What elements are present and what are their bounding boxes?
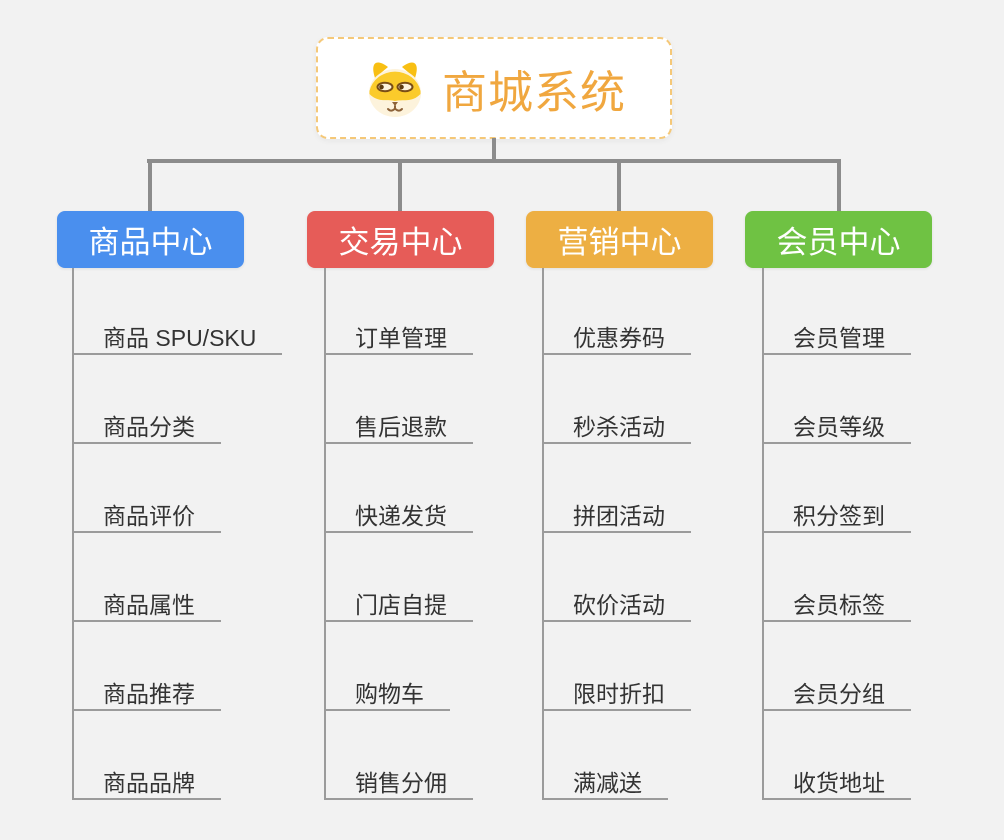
leaf-item[interactable]: 商品 SPU/SKU bbox=[72, 317, 283, 355]
leaf-item[interactable]: 门店自提 bbox=[324, 584, 473, 622]
leaf-item[interactable]: 限时折扣 bbox=[542, 673, 691, 711]
spine-products bbox=[72, 268, 74, 800]
connector-drop-marketing bbox=[617, 161, 621, 211]
root-title: 商城系统 bbox=[441, 66, 626, 118]
connector-horizontal bbox=[147, 159, 841, 163]
leaf-item[interactable]: 商品推荐 bbox=[72, 673, 221, 711]
leaf-item[interactable]: 会员分组 bbox=[762, 673, 911, 711]
spine-marketing bbox=[542, 268, 544, 800]
root-node[interactable]: 商城系统 bbox=[316, 37, 672, 139]
leaf-item[interactable]: 订单管理 bbox=[324, 317, 473, 355]
leaf-item[interactable]: 商品分类 bbox=[72, 406, 221, 444]
leaf-item[interactable]: 优惠券码 bbox=[542, 317, 691, 355]
leaf-item[interactable]: 商品评价 bbox=[72, 495, 221, 533]
leaf-item[interactable]: 售后退款 bbox=[324, 406, 473, 444]
leaf-item[interactable]: 销售分佣 bbox=[324, 762, 473, 800]
connector-drop-members bbox=[837, 161, 841, 211]
leaf-item[interactable]: 积分签到 bbox=[762, 495, 911, 533]
spine-members bbox=[762, 268, 764, 800]
branch-header-trade[interactable]: 交易中心 bbox=[307, 211, 494, 268]
leaf-item[interactable]: 商品属性 bbox=[72, 584, 221, 622]
leaf-item[interactable]: 购物车 bbox=[324, 673, 450, 711]
dog-icon bbox=[362, 57, 428, 119]
leaf-item[interactable]: 商品品牌 bbox=[72, 762, 221, 800]
spine-trade bbox=[324, 268, 326, 800]
leaf-item[interactable]: 会员等级 bbox=[762, 406, 911, 444]
leaf-item[interactable]: 砍价活动 bbox=[542, 584, 691, 622]
leaf-item[interactable]: 会员标签 bbox=[762, 584, 911, 622]
leaf-item[interactable]: 收货地址 bbox=[762, 762, 911, 800]
leaf-item[interactable]: 满减送 bbox=[542, 762, 668, 800]
branch-header-marketing[interactable]: 营销中心 bbox=[526, 211, 713, 268]
branch-header-products[interactable]: 商品中心 bbox=[57, 211, 244, 268]
connector-drop-products bbox=[148, 161, 152, 211]
branch-header-members[interactable]: 会员中心 bbox=[745, 211, 932, 268]
leaf-item[interactable]: 拼团活动 bbox=[542, 495, 691, 533]
connector-root-stub bbox=[492, 138, 496, 163]
connector-drop-trade bbox=[398, 161, 402, 211]
leaf-item[interactable]: 会员管理 bbox=[762, 317, 911, 355]
leaf-item[interactable]: 秒杀活动 bbox=[542, 406, 691, 444]
leaf-item[interactable]: 快递发货 bbox=[324, 495, 473, 533]
